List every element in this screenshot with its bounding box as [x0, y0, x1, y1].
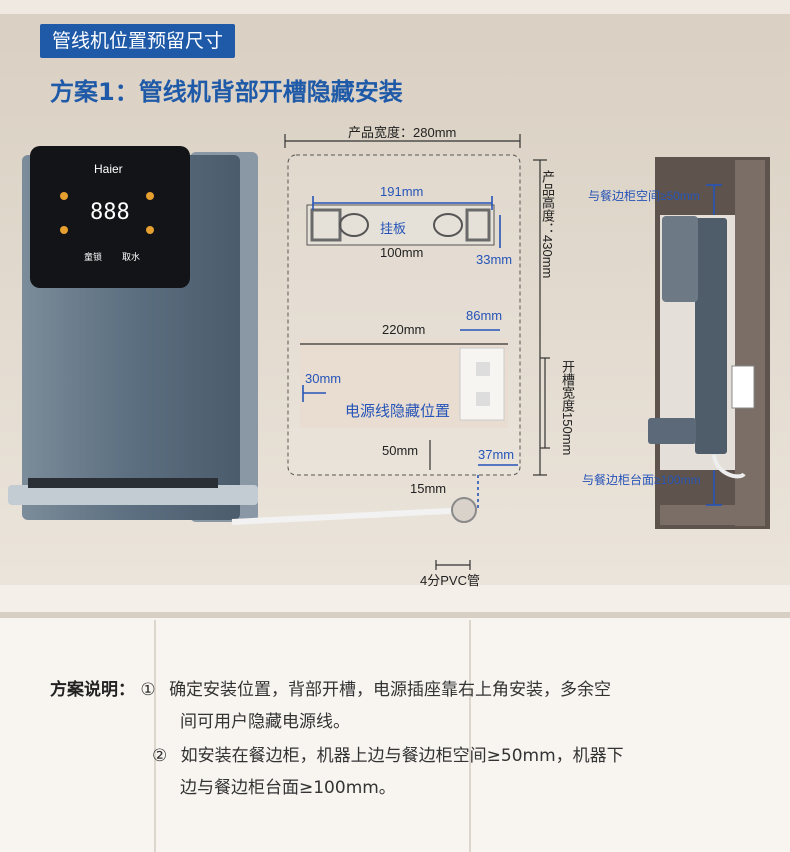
slot-name-label: 电源线隐藏位置 — [345, 403, 451, 420]
brand-logo: Haier — [94, 162, 123, 176]
note-number-1: ① — [140, 680, 156, 700]
bracket-height-label: 33mm — [476, 252, 513, 267]
top-clearance-label: 与餐边柜空间≥50mm — [588, 189, 700, 203]
note-1-line-1: 确定安装位置，背部开槽，电源插座靠右上角安装，多余空 — [169, 680, 612, 700]
slot-height-label: 开槽宽度150mm — [560, 360, 575, 456]
socket-width-label: 86mm — [466, 308, 503, 323]
description-label: 方案说明： — [50, 680, 135, 700]
note-number-2: ② — [152, 746, 168, 766]
note-2-line-1: 如安装在餐边柜，机器上边与餐边柜空间≥50mm，机器下 — [180, 746, 624, 766]
display-digits: 888 — [90, 200, 130, 225]
child-lock-button: 童锁 — [84, 252, 103, 262]
slot-left-label: 30mm — [305, 371, 342, 386]
pipe-label: 4分PVC管 — [420, 573, 480, 588]
dispense-button: 取水 — [122, 252, 141, 262]
pipe-offset-label: 15mm — [410, 481, 447, 496]
bracket-width-label: 191mm — [380, 184, 424, 199]
bottom-clearance-label: 与餐边柜台面≥100mm — [582, 473, 701, 487]
slot-right-label: 37mm — [478, 447, 515, 462]
bracket-hole-label: 100mm — [380, 245, 424, 260]
product-height-label: 产品高度：430mm — [540, 170, 555, 279]
bracket-label: 挂板 — [380, 221, 407, 236]
product-width-label: 产品宽度：280mm — [348, 125, 457, 140]
scheme-heading: 方案1：管线机背部开槽隐藏安装 — [50, 78, 403, 106]
note-2-line-2: 边与餐边柜台面≥100mm。 — [180, 778, 396, 798]
slot-width-label: 220mm — [382, 322, 426, 337]
section-badge: 管线机位置预留尺寸 — [40, 24, 236, 58]
note-1-line-2: 间可用户隐藏电源线。 — [180, 712, 350, 732]
slot-bottom-label: 50mm — [382, 443, 419, 458]
